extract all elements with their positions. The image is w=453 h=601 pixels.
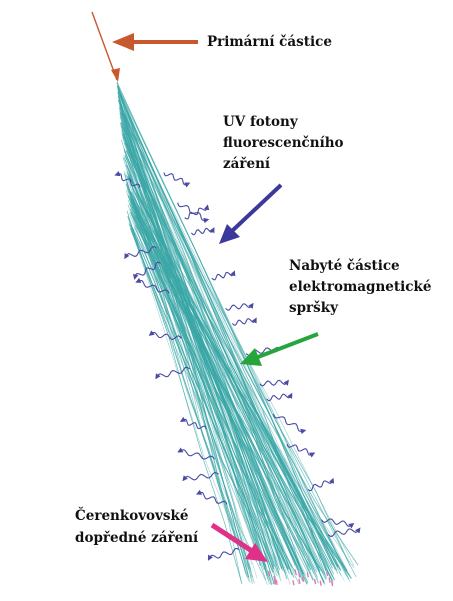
wavy-photon-icon [321,519,352,526]
wavy-photon-icon [191,228,213,234]
cherenkov-tip [293,580,294,585]
wavy-photon-icon [232,319,255,326]
cherenkov-tip [329,578,330,583]
uv-photons-label: UV fotony fluorescenčního záření [223,114,348,172]
cherenkov-tip [299,572,300,577]
wavy-photon-icon [184,473,219,480]
wavy-photon-icon [260,380,288,386]
cherenkov-tip [332,581,333,586]
wavy-photon-icon [328,529,359,537]
cherenkov-tip [303,577,304,582]
cherenkov-tip [327,571,328,576]
cherenkov-tip [274,576,275,581]
wavy-photon-icon [287,444,313,455]
wavy-photon-icon [267,394,291,401]
charged-particles-label: Nabyté částice elektromagnetické spršky [289,258,436,316]
primary-particle-track [92,12,120,82]
wavy-photon-icon [226,304,252,310]
charged-particles-arrow-icon [240,334,318,366]
wavy-photon-icon [178,203,207,221]
cherenkov-tip [320,581,321,586]
wavy-photon-icon [212,272,234,280]
cherenkov-tip [315,579,316,584]
cherenkov-tip [307,572,308,577]
wavy-photon-icon [164,173,188,185]
primary-particle-arrow-icon [112,33,198,51]
cherenkov-tip [295,570,296,575]
wavy-photon-icon [274,414,304,431]
cherenkov-tip [269,571,270,576]
primary-particle-label: Primární částice [207,34,332,50]
cherenkov-tip [276,580,277,585]
cherenkov-label: Čerenkovovské dopředné záření [75,507,199,546]
wavy-photon-icon [308,480,333,490]
uv-photons-arrow-icon [219,185,281,244]
wavy-photon-icon [157,367,190,377]
cherenkov-tip [299,579,300,584]
